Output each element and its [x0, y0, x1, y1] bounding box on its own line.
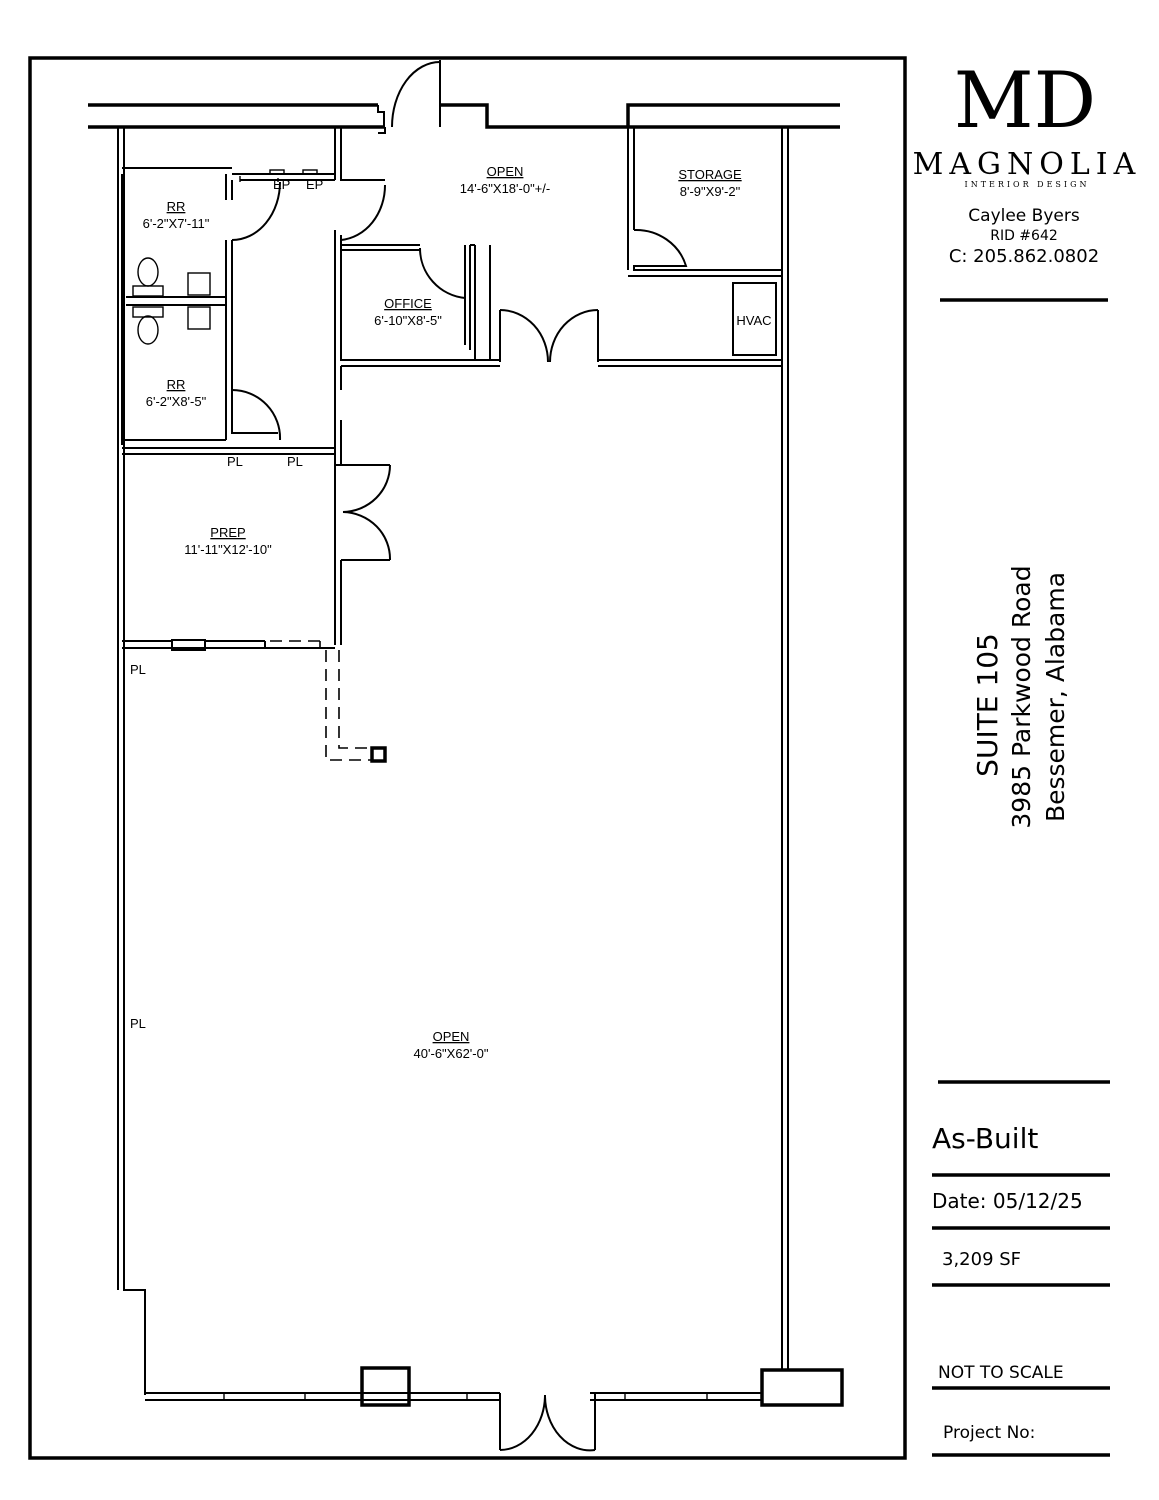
plan-line: [269, 169, 285, 175]
sheet-border: [28, 56, 907, 1460]
top-wall-right: [440, 103, 840, 129]
hvac-unit: [732, 282, 777, 356]
top-wall-left: [88, 103, 385, 129]
room-name: PREP: [210, 525, 245, 540]
plan-line: [223, 1393, 708, 1400]
ep-tag: EP: [273, 177, 290, 192]
plan-line: [499, 310, 599, 362]
rr1-door-swing: [231, 181, 281, 241]
scale-note: NOT TO SCALE: [938, 1363, 1064, 1383]
room-size: 40'-6"X62'-0": [414, 1046, 489, 1061]
logo: MD MAGNOLIA INTERIOR DESIGN: [913, 56, 1142, 189]
sink-icon: [187, 306, 211, 330]
square-footage: 3,209 SF: [942, 1249, 1021, 1270]
storage-walls: [627, 127, 782, 277]
room-name: OPEN: [487, 164, 524, 179]
office-wall: [341, 244, 420, 251]
plan-line: [341, 359, 782, 367]
ep-tag: EP: [306, 177, 323, 192]
prep-bottom-wall: [122, 640, 335, 649]
room-size: 6'-2"X7'-11": [143, 216, 210, 231]
plan-line: [132, 285, 164, 297]
logo-name: MAGNOLIA: [913, 147, 1142, 182]
column: [760, 1368, 844, 1407]
room-name: OFFICE: [384, 296, 432, 311]
prep-double-door-swing: [342, 464, 392, 561]
plan-line: [464, 244, 500, 361]
right-wall: [781, 127, 789, 1370]
restroom-walls: [121, 167, 278, 445]
pl-tag: PL: [130, 662, 146, 677]
dashed-line: [325, 650, 372, 761]
room-name: RR: [167, 199, 186, 214]
toilet-icon: [137, 315, 159, 345]
floor-box: [370, 746, 387, 763]
plan-line: [499, 1393, 596, 1450]
room-size: 6'-10"X8'-5": [374, 313, 442, 328]
corridor-wall: [334, 127, 500, 645]
office-door-swing: [418, 247, 466, 299]
designer-phone: C: 205.862.0802: [949, 246, 1099, 267]
rr2-door-swing: [231, 388, 282, 441]
prep-walls: [122, 447, 390, 645]
rear-door-swing: [391, 61, 441, 128]
suite-number: SUITE 105: [971, 633, 1004, 777]
pl-tag: PL: [287, 454, 303, 469]
open-door-swing: [340, 184, 387, 241]
designer-rid: RID #642: [990, 228, 1058, 244]
room-labels: OPEN 14'-6"X18'-0"+/- STORAGE 8'-9"X9'-2…: [130, 164, 772, 1061]
room-size: 14'-6"X18'-0"+/-: [460, 181, 550, 196]
plan-line: [132, 306, 164, 318]
restroom-divider: [126, 296, 226, 306]
toilet-icon: [137, 257, 159, 287]
drawing-type: As-Built: [932, 1122, 1038, 1155]
drawing-date: Date: 05/12/25: [932, 1189, 1083, 1213]
left-wall: [117, 127, 146, 1395]
floor-plan: [88, 60, 844, 1452]
storefront-glazing: [145, 1392, 762, 1401]
plan-line: [270, 640, 321, 648]
plan-line: [302, 169, 318, 175]
entry-door-swing: [499, 1394, 596, 1452]
logo-tagline: INTERIOR DESIGN: [965, 180, 1090, 189]
storage-door-swing: [633, 228, 688, 267]
address-line1: 3985 Parkwood Road: [1007, 565, 1036, 828]
column: [360, 1366, 411, 1407]
title-block: MD MAGNOLIA INTERIOR DESIGN Caylee Byers…: [913, 56, 1142, 1457]
room-name: OPEN: [433, 1029, 470, 1044]
room-name: STORAGE: [678, 167, 742, 182]
project-no-label: Project No:: [943, 1423, 1035, 1443]
pl-tag: PL: [130, 1016, 146, 1031]
double-door-swing: [499, 309, 599, 363]
sink-icon: [187, 272, 211, 296]
plan-line: [239, 176, 279, 182]
room-size: 8'-9"X9'-2": [680, 184, 741, 199]
plan-line: [377, 105, 386, 134]
pl-tag: PL: [227, 454, 243, 469]
room-size: 6'-2"X8'-5": [146, 394, 207, 409]
logo-monogram: MD: [954, 56, 1096, 146]
room-name: RR: [167, 377, 186, 392]
room-size: 11'-11"X12'-10": [184, 542, 272, 557]
address-line2: Bessemer, Alabama: [1041, 572, 1070, 822]
hvac-label: HVAC: [736, 313, 771, 328]
designer-name: Caylee Byers: [968, 206, 1080, 226]
window: [171, 639, 206, 651]
